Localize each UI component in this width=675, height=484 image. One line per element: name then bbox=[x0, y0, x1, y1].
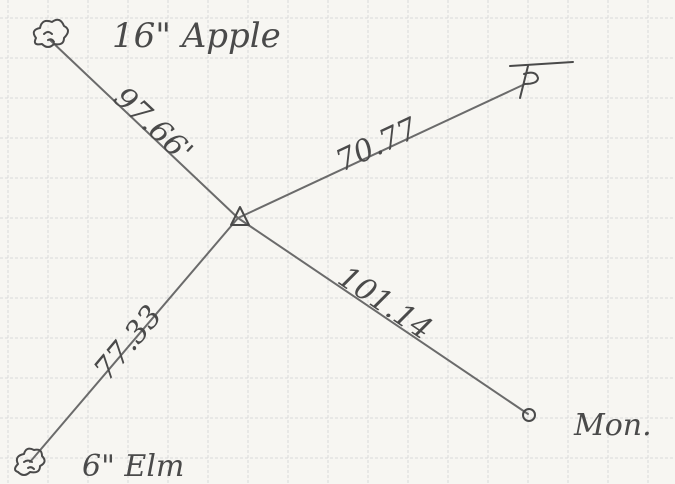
line-to-monument bbox=[237, 217, 529, 415]
circle-icon bbox=[522, 408, 536, 422]
triangle-icon bbox=[230, 206, 250, 226]
distance-to-apple: 97.66' bbox=[107, 80, 200, 170]
line-to-apple bbox=[49, 39, 239, 219]
line-to-t bbox=[237, 83, 526, 219]
distance-to-monument: 101.14 bbox=[332, 260, 439, 348]
distance-to-t: 70.77 bbox=[331, 111, 424, 179]
tree-icon bbox=[14, 447, 46, 476]
tree-icon bbox=[32, 18, 69, 48]
line-to-elm bbox=[29, 217, 239, 463]
label-monument: Mon. bbox=[573, 408, 652, 443]
t-marker-icon bbox=[509, 61, 574, 99]
label-apple-tree: 16" Apple bbox=[112, 16, 281, 56]
label-elm-tree: 6" Elm bbox=[82, 449, 184, 484]
